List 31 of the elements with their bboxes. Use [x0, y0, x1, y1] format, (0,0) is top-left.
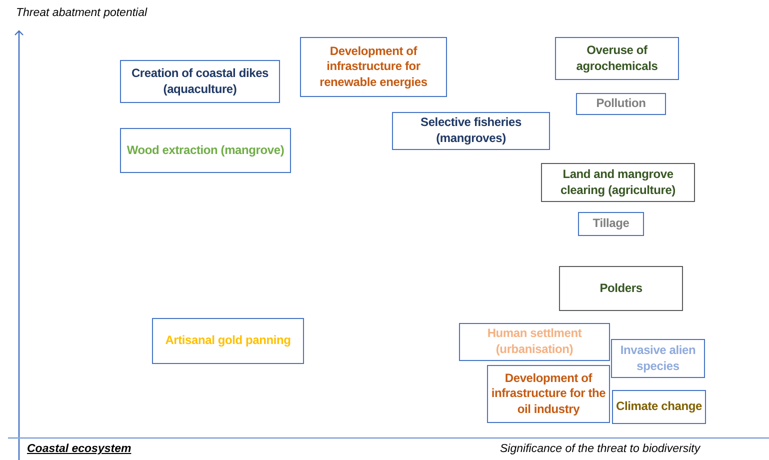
category-label: Coastal ecosystem — [27, 443, 132, 455]
threat-label: Overuse of agrochemicals — [575, 42, 659, 74]
x-axis-title: Significance of the threat to biodiversity — [500, 443, 700, 455]
threat-box — [541, 163, 695, 202]
threat-label: Selective fisheries (mangroves) — [420, 115, 522, 147]
threat-box — [612, 390, 706, 424]
threat-label: Development of infrastructure for renewable energies — [318, 44, 428, 90]
threat-box — [611, 339, 705, 378]
threat-label: Artisanal gold panning — [165, 333, 291, 349]
threat-box — [576, 93, 666, 115]
threat-label: Climate change — [616, 399, 702, 415]
threat-box — [459, 323, 610, 361]
threat-label: Human settlment (urbanisation) — [486, 326, 583, 358]
threat-box — [300, 37, 447, 97]
threat-label: Polders — [600, 280, 642, 296]
threat-box — [120, 60, 280, 103]
threat-box — [578, 212, 644, 236]
threat-label: Creation of coastal dikes (aquaculture) — [130, 66, 270, 98]
threat-box — [392, 112, 550, 150]
threat-label: Development of infrastructure for the oil industry — [490, 370, 607, 418]
threat-box — [120, 128, 291, 173]
y-axis-title: Threat abatment potential — [16, 7, 148, 19]
threat-box — [559, 266, 683, 311]
threat-label: Pollution — [596, 96, 646, 112]
threat-box — [152, 318, 304, 364]
threat-box — [555, 37, 679, 80]
threat-box — [487, 365, 610, 423]
threat-label: Wood extraction (mangrove) — [126, 142, 284, 158]
threat-label: Tillage — [592, 216, 630, 232]
threat-label: Invasive alien species — [619, 342, 697, 374]
threat-label: Land and mangrove clearing (agriculture) — [560, 166, 676, 198]
